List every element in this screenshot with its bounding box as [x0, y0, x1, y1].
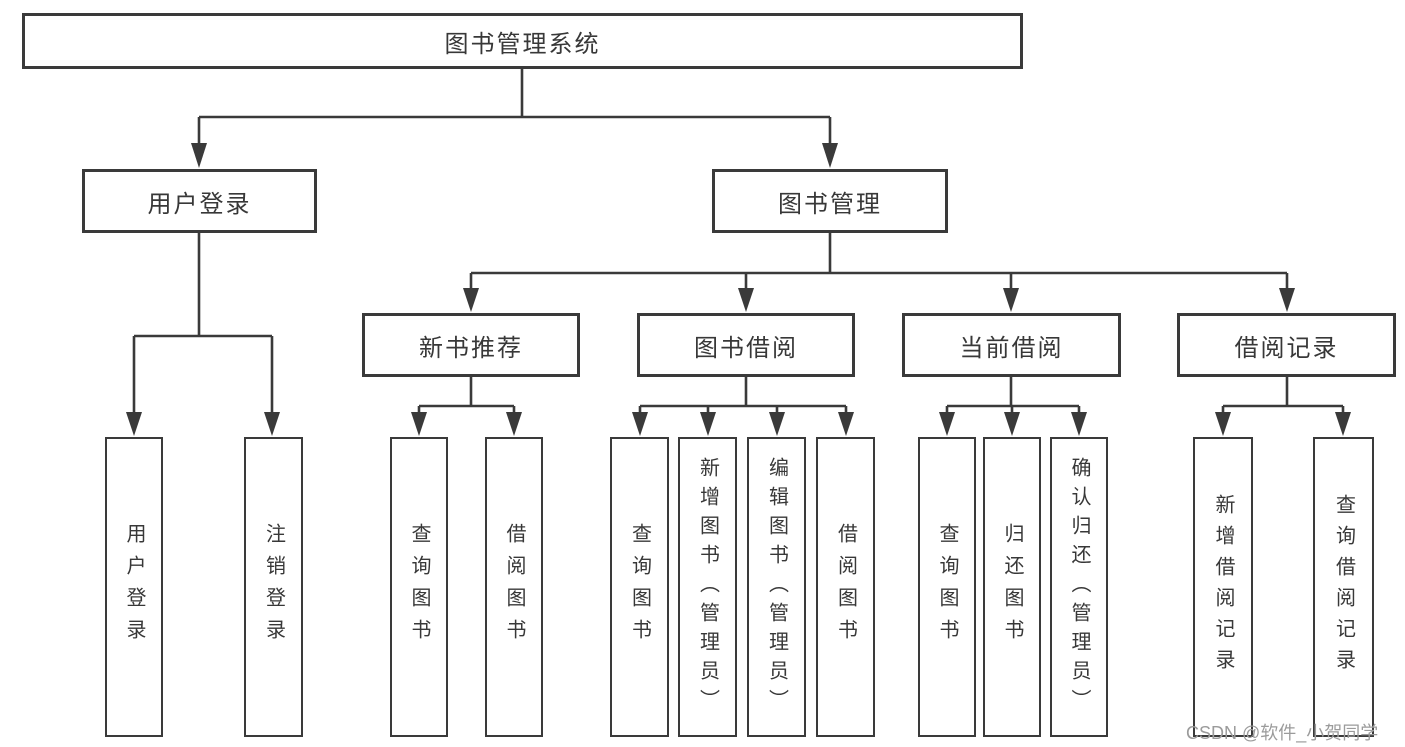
leaf-borrow-books-1: 借阅图书 [485, 437, 543, 737]
node-new-book-recommend: 新书推荐 [362, 313, 580, 377]
leaf-query-books-1: 查询图书 [390, 437, 448, 737]
node-borrow-records-label: 借阅记录 [1234, 334, 1339, 362]
leaf-query-books-3-label: 查询图书 [936, 523, 958, 651]
leaf-user-login: 用户登录 [105, 437, 163, 737]
leaf-user-login-label: 用户登录 [123, 523, 145, 651]
leaf-query-books-2-label: 查询图书 [628, 523, 651, 651]
leaf-borrow-books-2-label: 借阅图书 [834, 523, 857, 651]
node-root-label: 图书管理系统 [444, 30, 601, 58]
csdn-watermark: CSDN @软件_小贺同学 [1186, 723, 1379, 743]
node-new-book-recommend-label: 新书推荐 [419, 334, 523, 362]
leaf-logout-label: 注销登录 [262, 523, 285, 651]
leaf-confirm-return-admin-label: 确认归还（管理员） [1068, 456, 1090, 718]
leaf-query-books-3: 查询图书 [918, 437, 976, 737]
leaf-add-books-admin: 新增图书（管理员） [678, 437, 737, 737]
leaf-borrow-books-1-label: 借阅图书 [503, 523, 525, 651]
leaf-return-books-label: 归还图书 [1001, 523, 1023, 651]
node-user-login-label: 用户登录 [147, 190, 252, 218]
leaf-confirm-return-admin: 确认归还（管理员） [1050, 437, 1108, 737]
leaf-return-books: 归还图书 [983, 437, 1041, 737]
node-current-borrow: 当前借阅 [902, 313, 1121, 377]
leaf-add-borrow-record: 新增借阅记录 [1193, 437, 1253, 737]
leaf-edit-books-admin-label: 编辑图书（管理员） [765, 456, 788, 718]
leaf-borrow-books-2: 借阅图书 [816, 437, 875, 737]
leaf-add-borrow-record-label: 新增借阅记录 [1212, 494, 1234, 680]
leaf-query-borrow-record: 查询借阅记录 [1313, 437, 1374, 737]
leaf-add-books-admin-label: 新增图书（管理员） [696, 456, 719, 718]
leaf-query-books-1-label: 查询图书 [408, 523, 430, 651]
node-user-login: 用户登录 [82, 169, 317, 233]
node-book-management-label: 图书管理 [778, 190, 882, 218]
leaf-edit-books-admin: 编辑图书（管理员） [747, 437, 806, 737]
node-root-system: 图书管理系统 [22, 13, 1023, 69]
node-book-borrow: 图书借阅 [637, 313, 855, 377]
arrowheads [126, 143, 1351, 436]
leaf-query-books-2: 查询图书 [610, 437, 669, 737]
node-book-management: 图书管理 [712, 169, 948, 233]
node-current-borrow-label: 当前借阅 [959, 334, 1064, 362]
node-book-borrow-label: 图书借阅 [694, 334, 798, 362]
node-borrow-records: 借阅记录 [1177, 313, 1396, 377]
leaf-logout: 注销登录 [244, 437, 303, 737]
leaf-query-borrow-record-label: 查询借阅记录 [1332, 494, 1355, 680]
